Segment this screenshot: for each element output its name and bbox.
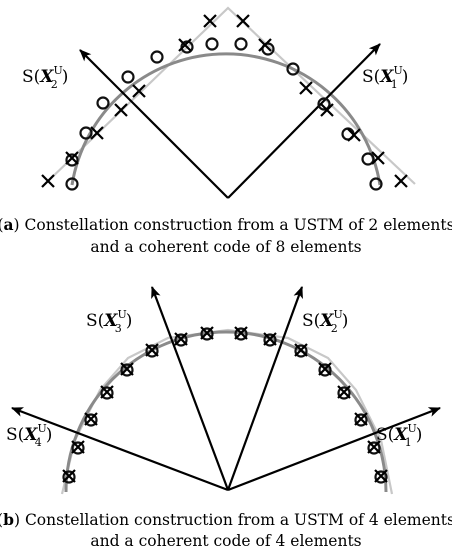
panel-b-point-cross [263,332,277,346]
panel-b-point-circle [294,344,308,358]
panel-a-point-cross [203,14,217,28]
panel-b-arrow-subspace-2 [226,286,304,491]
panel-a-point-cross [258,38,272,52]
panel-a-caption-line1: (a) Constellation construction from a US… [0,215,452,234]
panel-a-point-circle [121,70,135,84]
panel-a-point-cross [114,103,128,117]
panel-b-point-circle [367,441,381,455]
panel-a-constellation-points [41,14,408,191]
panel-a-point-cross [132,84,146,98]
panel-b-point-circle [374,470,388,484]
panel-b-point-circle [71,441,85,455]
panel-b-point-cross [62,469,76,483]
panel-a-point-cross [394,174,408,188]
panel-b-point-circle [84,413,98,427]
panel-b-point-cross [367,440,381,454]
panel-a-arrow-subspace-2 [79,49,229,199]
panel-a-point-cross [41,174,55,188]
panel-b-point-circle [234,327,248,341]
panel-a-point-cross [299,81,313,95]
panel-b-point-cross [71,440,85,454]
panel-b-point-circle [100,386,114,400]
panel-a-point-circle [234,37,248,51]
panel-a-point-cross [371,151,385,165]
panel-a-point-cross [347,128,361,142]
panel-b-point-circle [62,470,76,484]
panel-a-point-circle [96,96,110,110]
panel-b-point-cross [234,326,248,340]
panel-a-point-circle [205,37,219,51]
panel-b-point-circle [174,333,188,347]
panel-a-point-circle [361,152,375,166]
panel-b-caption-line2: and a coherent code of 4 elements [90,532,361,550]
panel-a-point-circle [317,97,331,111]
panel-b-point-cross [120,362,134,376]
panel-b-point-cross [318,362,332,376]
panel-a-arc [70,52,382,186]
panel-a: S(XU2) S(XU1) (a) Constellation construc… [0,6,452,256]
panel-b-point-cross [374,469,388,483]
panel-b-arc [64,330,388,493]
panel-b-point-cross [100,385,114,399]
panel-a-caption-line2: and a coherent code of 8 elements [90,238,361,256]
panel-a-point-circle [150,50,164,64]
panel-b-constellation-points [62,326,388,484]
panel-b-point-cross [294,343,308,357]
panel-b-point-circle [200,327,214,341]
panel-b-point-circle [337,386,351,400]
panel-b-caption-line1: (b) Constellation construction from a US… [0,510,452,529]
panel-b-arrow-subspace-1 [227,406,441,492]
panel-a-point-circle [65,153,79,167]
panel-b-arrow-subspace-3 [150,286,230,491]
panel-b-point-cross [354,412,368,426]
panel-b: S(XU3) S(XU2) S(XU4) S(XU1) (b) Constell… [0,286,452,550]
panel-b-point-circle [263,333,277,347]
panel-b-point-cross [174,332,188,346]
panel-a-point-circle [65,177,79,191]
panel-b-point-cross [84,412,98,426]
panel-b-point-circle [120,363,134,377]
panel-b-point-circle [145,344,159,358]
panel-b-point-circle [354,413,368,427]
panel-a-point-circle [286,62,300,76]
panel-a-arrow-subspace-1 [227,43,381,199]
panel-a-point-cross [320,103,334,117]
panel-b-light-outline [60,328,394,495]
panel-a-point-cross [90,126,104,140]
panel-b-point-circle [318,363,332,377]
panel-b-point-cross [145,343,159,357]
panel-a-point-circle [79,126,93,140]
panel-a-point-cross [65,151,79,165]
panel-a-light-outline [44,6,416,185]
panel-b-point-cross [200,326,214,340]
panel-a-point-circle [369,177,383,191]
panel-a-point-cross [178,38,192,52]
panel-b-arrow-subspace-4 [11,406,229,492]
panel-a-point-cross [236,14,250,28]
panel-b-point-cross [337,385,351,399]
